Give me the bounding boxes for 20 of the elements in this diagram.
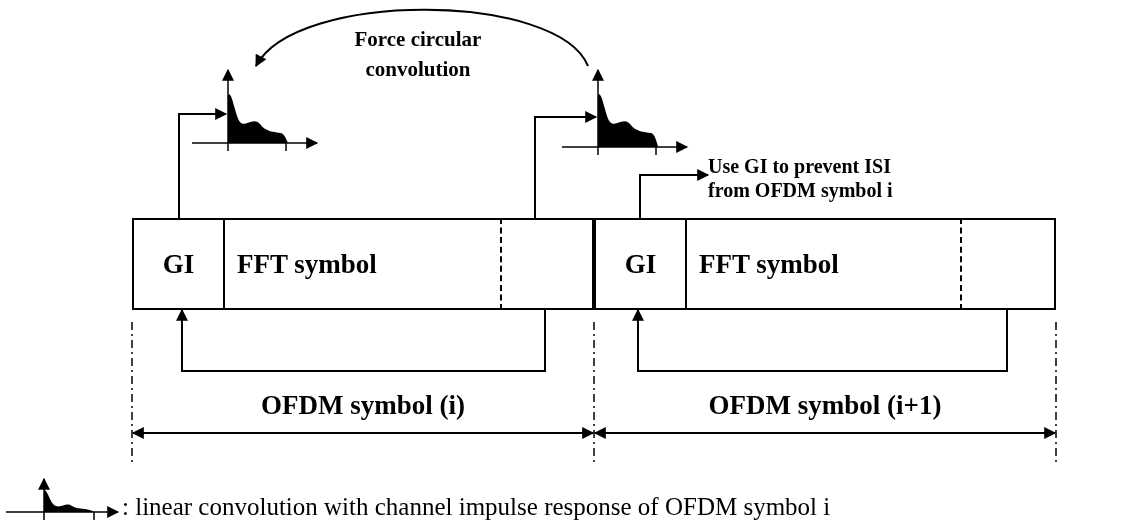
arrow [639, 169, 710, 219]
annotation-text: Use GI to prevent ISI from OFDM symbol i [708, 154, 894, 202]
dimension-label: OFDM symbol (i+1) [707, 389, 943, 422]
arrow [178, 108, 228, 219]
arrow [255, 8, 589, 67]
segment-label: FFT symbol [237, 248, 377, 280]
arrow [632, 308, 1008, 372]
segment-label: GI [162, 248, 195, 280]
cyclic-tail-segment [502, 218, 594, 310]
segment-label: GI [624, 248, 657, 280]
frame-segment [594, 218, 687, 310]
frame-segment [132, 218, 225, 310]
frame-segment [225, 218, 502, 310]
segment-label: FFT symbol [699, 248, 839, 280]
arrow [176, 308, 546, 372]
arrow [534, 111, 598, 219]
cyclic-tail-segment [962, 218, 1056, 310]
legend-text: : linear convolution with channel impulse response of OFDM symbol i [122, 493, 831, 521]
dimension-label: OFDM symbol (i) [260, 389, 466, 422]
frame-segment [687, 218, 962, 310]
